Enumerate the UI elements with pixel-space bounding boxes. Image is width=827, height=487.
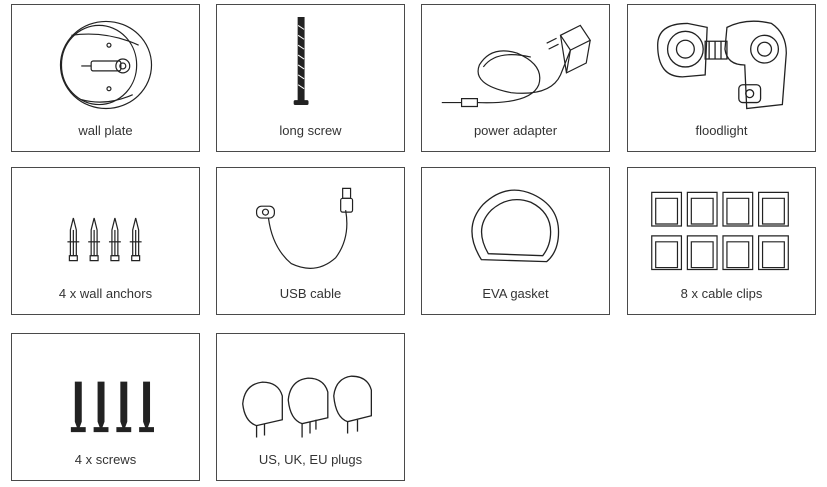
item-card-wall-plate: wall plate <box>11 4 200 152</box>
item-card-usb-cable: USB cable <box>216 167 405 315</box>
item-label: USB cable <box>279 286 342 301</box>
item-label: wall plate <box>78 123 133 138</box>
item-label: 4 x screws <box>74 452 137 467</box>
item-card-cable-clips: 8 x cable clips <box>627 167 816 315</box>
item-label: 4 x wall anchors <box>58 286 153 301</box>
floodlight-icon <box>628 5 815 120</box>
screws-icon <box>12 334 199 449</box>
wall-anchors-icon <box>12 168 199 283</box>
power-adapter-icon <box>422 5 609 120</box>
item-label: EVA gasket <box>482 286 549 301</box>
eva-gasket-icon <box>422 168 609 283</box>
item-label: 8 x cable clips <box>680 286 763 301</box>
item-card-eva-gasket: EVA gasket <box>421 167 610 315</box>
item-label: US, UK, EU plugs <box>258 452 363 467</box>
item-card-floodlight: floodlight <box>627 4 816 152</box>
item-label: long screw <box>279 123 342 138</box>
long-screw-icon <box>217 5 404 120</box>
plugs-icon <box>217 334 404 449</box>
wall-plate-icon <box>12 5 199 120</box>
item-card-plugs: US, UK, EU plugs <box>216 333 405 481</box>
item-card-wall-anchors: 4 x wall anchors <box>11 167 200 315</box>
usb-cable-icon <box>217 168 404 283</box>
cable-clips-icon <box>628 168 815 283</box>
item-label: power adapter <box>473 123 558 138</box>
item-card-long-screw: long screw <box>216 4 405 152</box>
item-label: floodlight <box>695 123 748 138</box>
item-card-screws: 4 x screws <box>11 333 200 481</box>
item-card-power-adapter: power adapter <box>421 4 610 152</box>
